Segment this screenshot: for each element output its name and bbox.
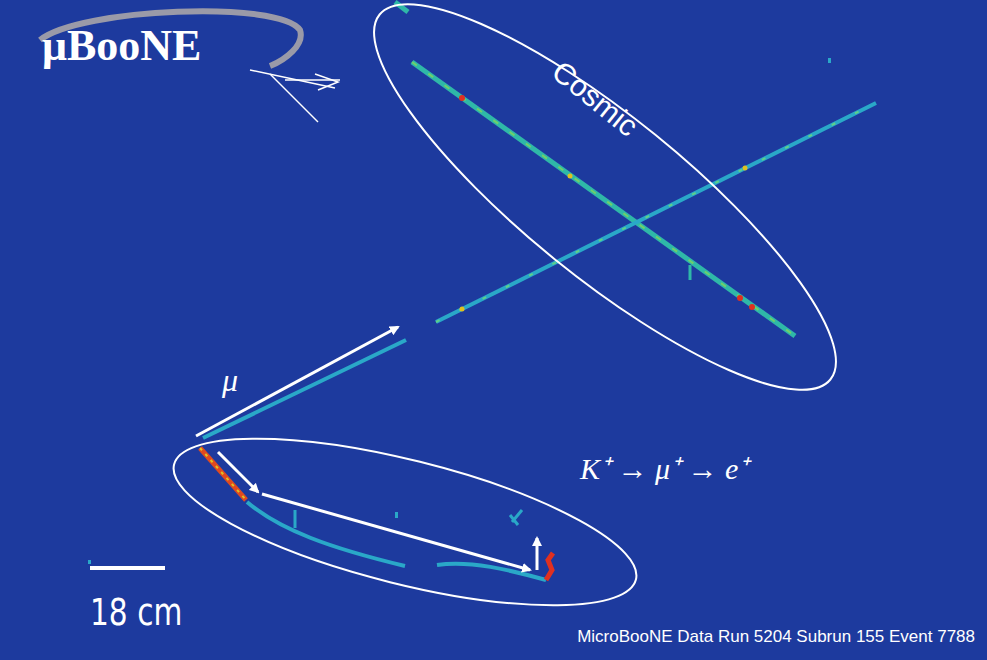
decay-tracks	[200, 448, 553, 580]
ellipse-outline	[326, 0, 883, 444]
noise-hits	[88, 58, 831, 564]
logo-swoosh	[40, 11, 340, 122]
region-ellipse: Cosmic	[326, 0, 883, 444]
annotation-arrows	[196, 327, 537, 570]
decay-chain-label: K⁺ → μ⁺ → e⁺	[580, 447, 748, 488]
muon-track	[203, 103, 876, 438]
decay-ellipse	[159, 404, 651, 639]
scale-label: 18 cm	[90, 590, 182, 634]
logo-text: μBooNE	[42, 20, 201, 71]
region-label: Cosmic	[545, 54, 644, 143]
run-info: MicroBooNE Data Run 5204 Subrun 155 Even…	[577, 627, 975, 647]
cosmic-track	[395, 2, 795, 336]
scale-bar	[90, 566, 165, 570]
particle-label: μ	[222, 362, 238, 399]
